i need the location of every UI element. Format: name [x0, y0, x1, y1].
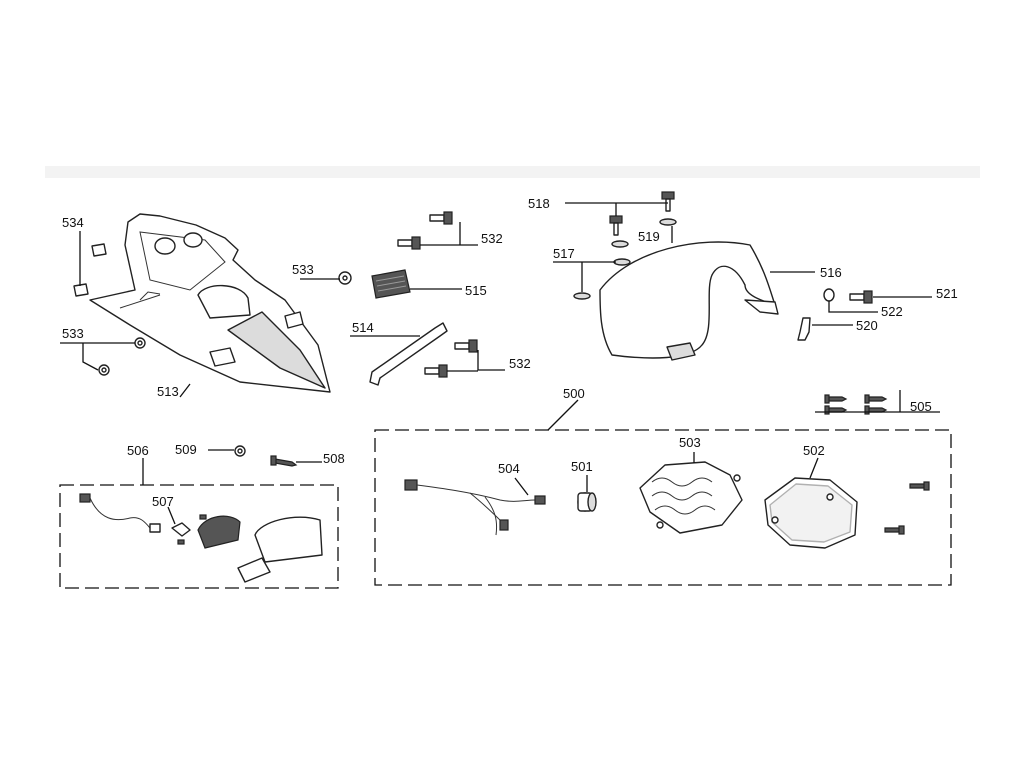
part-505-screws: [824, 394, 888, 415]
part-514-bracket: [369, 322, 448, 386]
part-522-washer: [823, 288, 835, 302]
callout-514: 514: [352, 320, 374, 335]
callout-534: 534: [62, 215, 84, 230]
callout-516: 516: [820, 265, 842, 280]
callout-533-left: 533: [62, 326, 84, 341]
leader-lines: [60, 202, 940, 525]
part-515-reflector: [371, 269, 411, 299]
part-533-nuts: [98, 271, 352, 376]
callout-518: 518: [528, 196, 550, 211]
part-506-lamp-holder: [197, 515, 323, 583]
callout-515: 515: [465, 283, 487, 298]
part-518-bolts: [609, 191, 675, 236]
callout-520: 520: [856, 318, 878, 333]
part-519-washers: [611, 218, 677, 248]
callout-507: 507: [152, 494, 174, 509]
header-band: [45, 166, 980, 178]
part-517-spacers: [573, 258, 631, 300]
callout-521: 521: [936, 286, 958, 301]
callout-517: 517: [553, 246, 575, 261]
callout-533-right: 533: [292, 262, 314, 277]
callout-506: 506: [127, 443, 149, 458]
callout-532-bottom: 532: [509, 356, 531, 371]
part-509-nut: [234, 445, 246, 457]
part-507-bulb: [171, 514, 207, 545]
callout-508: 508: [323, 451, 345, 466]
part-521-bolt: [849, 290, 873, 304]
part-506-cable: [79, 493, 161, 533]
part-534-clips: [73, 243, 107, 297]
part-504-wiring-harness: [404, 479, 546, 536]
callout-501: 501: [571, 459, 593, 474]
part-508-screw: [270, 455, 298, 467]
assembly-506-box: [59, 484, 339, 589]
part-500-screws: [884, 481, 930, 535]
callout-522: 522: [881, 304, 903, 319]
callout-505: 505: [910, 399, 932, 414]
callout-504: 504: [498, 461, 520, 476]
callout-labels: 534 533 533 513 532 515 514 532 518 519 …: [62, 196, 958, 509]
part-513-rear-fender: [89, 213, 331, 393]
callout-513: 513: [157, 384, 179, 399]
callout-502: 502: [803, 443, 825, 458]
callout-503: 503: [679, 435, 701, 450]
callout-500: 500: [563, 386, 585, 401]
callout-509: 509: [175, 442, 197, 457]
part-532-bolts: [397, 211, 478, 378]
part-503-reflector-housing: [639, 461, 743, 534]
part-502-lens: [764, 477, 858, 549]
callout-532-top: 532: [481, 231, 503, 246]
callout-519: 519: [638, 229, 660, 244]
part-516-front-fender: [599, 241, 779, 361]
assembly-500-box: [374, 429, 952, 586]
part-520-bracket: [797, 317, 811, 341]
part-501-bulb-socket: [577, 492, 597, 512]
